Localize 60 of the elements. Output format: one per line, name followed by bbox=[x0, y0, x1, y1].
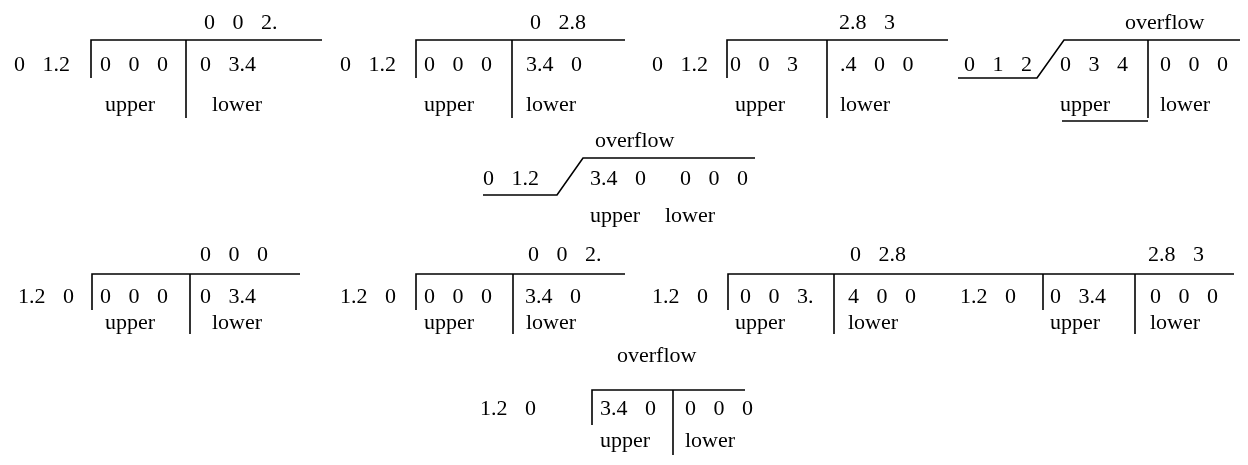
register-label: lower bbox=[848, 311, 899, 333]
register-label: lower bbox=[212, 311, 263, 333]
register-digits: 0 0 0 bbox=[1150, 285, 1218, 307]
register-label: upper bbox=[424, 93, 475, 115]
register-digits: 0 0 0 bbox=[1160, 53, 1228, 75]
register-digits: 0 3.4 bbox=[1050, 285, 1106, 307]
register-digits: 1.2 0 bbox=[18, 285, 74, 307]
register-digits: 0 0 0 bbox=[680, 167, 748, 189]
register-label: upper bbox=[105, 311, 156, 333]
register-digits: 1.2 0 bbox=[960, 285, 1016, 307]
register-digits: 3.4 0 bbox=[590, 167, 646, 189]
register-label: upper bbox=[590, 204, 641, 226]
quotient-digits: 0 0 2. bbox=[204, 11, 278, 33]
register-digits: 4 0 0 bbox=[848, 285, 916, 307]
register-label: upper bbox=[600, 429, 651, 451]
register-digits: 0 0 3 bbox=[730, 53, 798, 75]
register-label: upper bbox=[735, 93, 786, 115]
register-digits: 0 1.2 bbox=[340, 53, 396, 75]
quotient-digits: 0 0 2. bbox=[528, 243, 602, 265]
register-digits: 0 1 2 bbox=[964, 53, 1032, 75]
register-digits: 0 1.2 bbox=[14, 53, 70, 75]
register-label: overflow bbox=[1125, 11, 1205, 33]
register-label: upper bbox=[424, 311, 475, 333]
register-label: lower bbox=[665, 204, 716, 226]
register-digits: 0 3.4 bbox=[200, 53, 256, 75]
register-label: lower bbox=[526, 311, 577, 333]
register-digits: 1.2 0 bbox=[340, 285, 396, 307]
register-label: lower bbox=[840, 93, 891, 115]
register-label: lower bbox=[1160, 93, 1211, 115]
register-label: lower bbox=[526, 93, 577, 115]
quotient-digits: 0 0 0 bbox=[200, 243, 268, 265]
register-label: upper bbox=[735, 311, 786, 333]
register-digits: 0 0 0 bbox=[100, 285, 168, 307]
register-label: lower bbox=[1150, 311, 1201, 333]
register-digits: 3.4 0 bbox=[600, 397, 656, 419]
register-label: upper bbox=[105, 93, 156, 115]
register-digits: 0 1.2 bbox=[483, 167, 539, 189]
register-digits: 0 0 0 bbox=[424, 285, 492, 307]
register-digits: 0 1.2 bbox=[652, 53, 708, 75]
register-label: overflow bbox=[595, 129, 675, 151]
register-label: upper bbox=[1060, 93, 1111, 115]
register-digits: 0 0 0 bbox=[685, 397, 753, 419]
register-digits: 0 3.4 bbox=[200, 285, 256, 307]
register-digits: 3.4 0 bbox=[526, 53, 582, 75]
quotient-digits: 0 2.8 bbox=[530, 11, 586, 33]
register-label: overflow bbox=[617, 344, 697, 366]
register-label: upper bbox=[1050, 311, 1101, 333]
quotient-digits: 0 2.8 bbox=[850, 243, 906, 265]
register-digits: 3.4 0 bbox=[525, 285, 581, 307]
register-digits: 0 0 3. bbox=[740, 285, 814, 307]
register-digits: 1.2 0 bbox=[652, 285, 708, 307]
register-label: lower bbox=[685, 429, 736, 451]
quotient-digits: 2.8 3 bbox=[1148, 243, 1204, 265]
register-digits: 0 3 4 bbox=[1060, 53, 1128, 75]
quotient-digits: 2.8 3 bbox=[839, 11, 895, 33]
register-digits: 1.2 0 bbox=[480, 397, 536, 419]
register-label: lower bbox=[212, 93, 263, 115]
register-digits: 0 0 0 bbox=[424, 53, 492, 75]
register-digits: .4 0 0 bbox=[840, 53, 914, 75]
register-digits: 0 0 0 bbox=[100, 53, 168, 75]
